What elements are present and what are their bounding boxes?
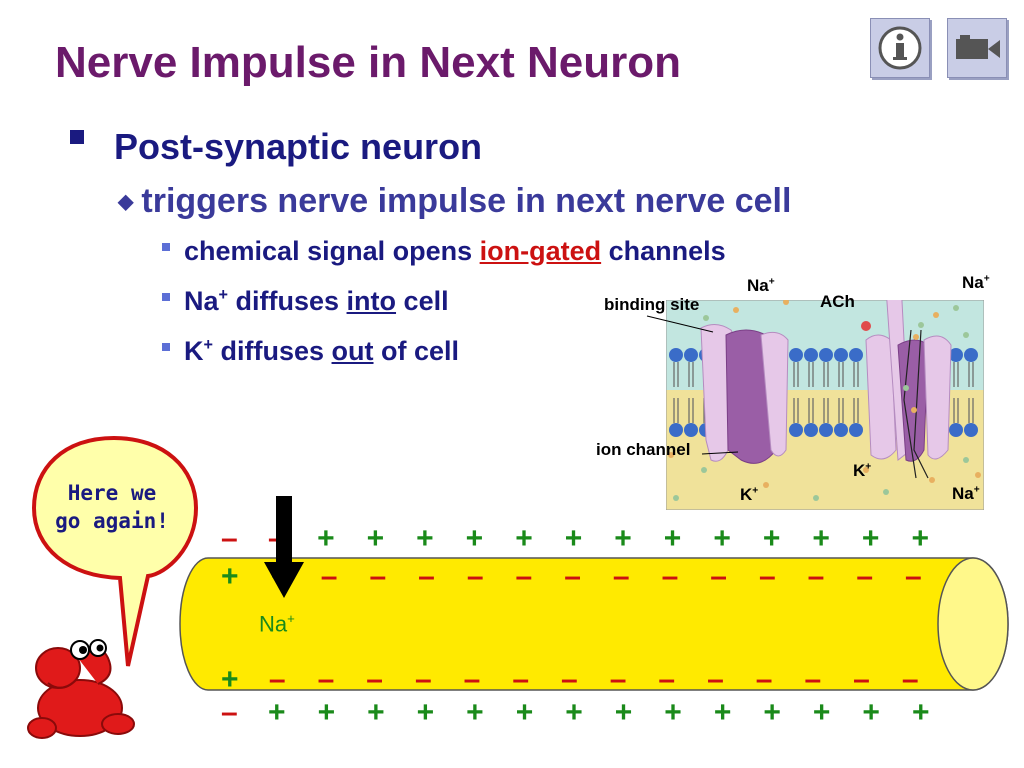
square-bullet-icon — [162, 292, 170, 301]
movie-button[interactable] — [947, 18, 1007, 78]
bullet-item-na: Na+ diffuses into cell — [162, 286, 449, 317]
movie-camera-icon — [956, 35, 1000, 59]
label-k-channel: K+ — [853, 461, 872, 480]
axon-outer-top-charges: – – +++++++++++++ — [221, 522, 929, 555]
diamond-bullet-icon: ◆ — [118, 191, 134, 213]
label-na-top: Na+ — [747, 276, 775, 295]
label-k-bottom: K+ — [740, 485, 759, 504]
bullet-item-channels: chemical signal opens ion-gated channels — [162, 236, 726, 267]
na-axon-label: Na+ — [259, 611, 295, 637]
label-ach: ACh — [820, 292, 855, 311]
membrane-diagram — [666, 300, 984, 510]
axon-cylinder — [179, 557, 1009, 691]
label-na-bottom: Na+ — [952, 484, 980, 503]
label-ion-channel: ion channel — [596, 440, 691, 459]
square-bullet-icon — [70, 130, 84, 145]
ion-channel-pointer — [701, 451, 739, 455]
square-bullet-icon — [162, 342, 170, 351]
bullet-item-k: K+ diffuses out of cell — [162, 336, 459, 367]
bullet-level2: ◆triggers nerve impulse in next nerve ce… — [118, 182, 792, 220]
square-bullet-icon — [162, 242, 170, 251]
page-title: Nerve Impulse in Next Neuron — [55, 38, 681, 87]
na-influx-arrow — [264, 496, 304, 598]
bullet-level1: Post-synaptic neuron — [70, 126, 482, 168]
axon-outer-bottom-charges: – ++++++++++++++ — [221, 696, 930, 729]
binding-site-pointer — [646, 315, 714, 333]
axon-inner-top-charges: + + ––––––––––––– — [221, 560, 922, 593]
closed-ion-channel — [700, 324, 789, 464]
speech-bubble-text: Here we go again! — [55, 481, 169, 533]
info-button[interactable] — [870, 18, 930, 78]
speech-bubble — [31, 435, 199, 667]
label-na-top-right: Na+ — [962, 273, 990, 292]
cartoon-mascot — [27, 639, 135, 739]
open-ion-channel — [865, 300, 952, 479]
axon-inner-bottom-charges: + –––––––––––––– — [221, 663, 919, 696]
ions — [668, 300, 981, 501]
label-binding-site: binding site — [604, 295, 700, 314]
info-icon — [878, 26, 922, 70]
